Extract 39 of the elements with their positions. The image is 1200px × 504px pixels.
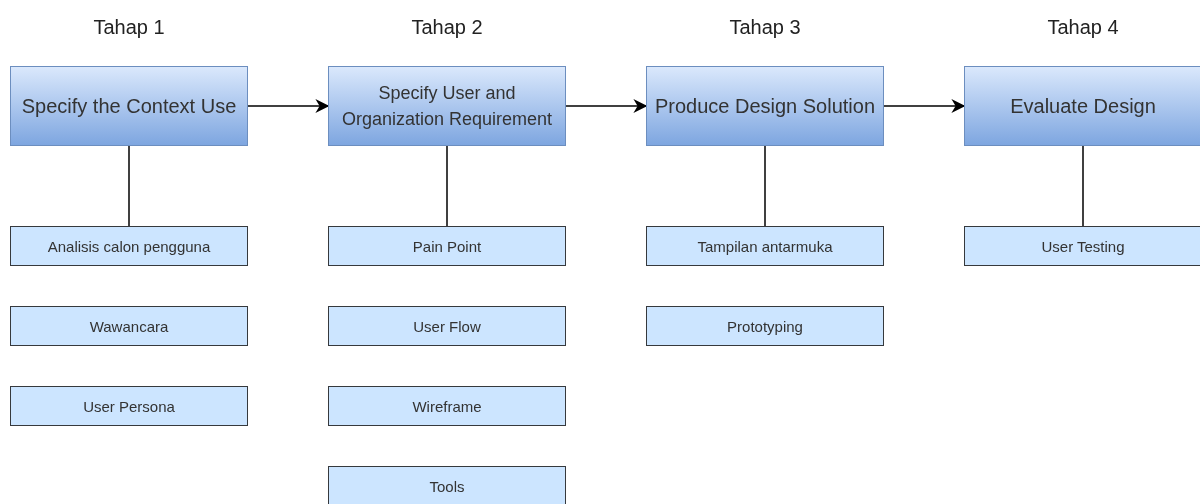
box-label: User Persona (83, 397, 175, 415)
stage-box (328, 66, 566, 146)
connector-line (128, 145, 130, 227)
box-label: Tools (429, 477, 465, 495)
arrow (247, 99, 330, 113)
box-label: Produce Design Solution (654, 94, 876, 119)
box-label: User Flow (413, 317, 481, 335)
stage-heading: Tahap 1 (92, 16, 166, 39)
activity-box (964, 226, 1200, 266)
activity-box (10, 306, 248, 346)
box-label: Prototyping (727, 317, 803, 335)
activity-box (328, 226, 566, 266)
activity-box (646, 306, 884, 346)
activity-box (328, 386, 566, 426)
stage-box (964, 66, 1200, 146)
activity-box (10, 226, 248, 266)
box-label: Wireframe (412, 397, 482, 415)
box-label: Tampilan antarmuka (697, 237, 833, 255)
box-label: User Testing (1041, 237, 1125, 255)
arrow (883, 99, 966, 113)
box-label: Evaluate Design (1010, 94, 1156, 119)
stage-heading: Tahap 4 (1046, 16, 1120, 39)
box-label: Pain Point (412, 237, 482, 255)
stage-heading: Tahap 3 (728, 16, 802, 39)
stage-box (10, 66, 248, 146)
activity-box (328, 466, 566, 504)
stage-heading: Tahap 2 (410, 16, 484, 39)
activity-box (328, 306, 566, 346)
connector-line (446, 145, 448, 227)
connector-line (764, 145, 766, 227)
stage-box (646, 66, 884, 146)
box-label: Specify the Context Use (21, 94, 237, 119)
box-label: Wawancara (89, 317, 169, 335)
connector-line (1082, 145, 1084, 227)
box-label: Specify User and Organization Requirement (340, 82, 554, 131)
arrow (565, 99, 648, 113)
activity-box (10, 386, 248, 426)
box-label: Analisis calon pengguna (47, 237, 211, 255)
activity-box (646, 226, 884, 266)
